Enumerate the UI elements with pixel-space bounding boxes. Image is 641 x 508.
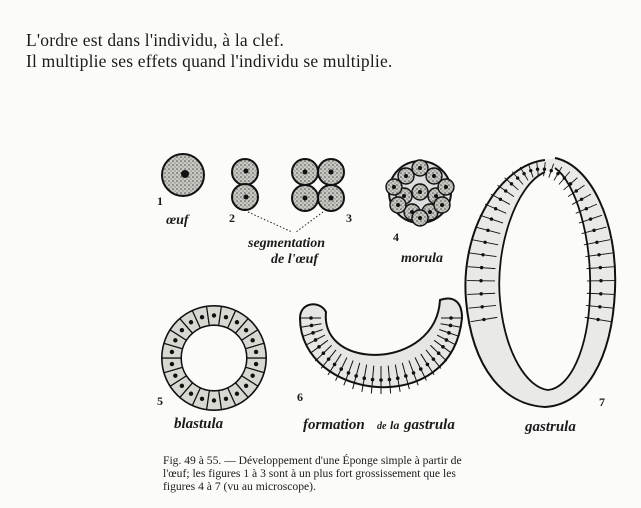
gastrula-drawing: [465, 158, 615, 407]
caption-line-3: figures 4 à 7 (vu au microscope).: [163, 480, 619, 493]
two-cell-stage-drawing: [232, 159, 258, 210]
fig4-number: 4: [393, 230, 399, 244]
fig7-number: 7: [599, 395, 605, 409]
fig1-number: 1: [157, 194, 163, 208]
fig7-label: gastrula: [524, 419, 576, 435]
segmentation-label-line1: segmentation: [247, 236, 325, 251]
blastula-drawing: [162, 306, 266, 410]
caption-line-1: Fig. 49 à 55. — Développement d'une Épon…: [163, 454, 619, 467]
caption-line-2: l'œuf; les figures 1 à 3 sont à un plus …: [163, 467, 619, 480]
fig5-number: 5: [157, 394, 163, 408]
segmentation-leader-lines: [248, 212, 323, 232]
fig6-label-gastrula: gastrula: [403, 417, 455, 433]
fig6-label-la: la: [390, 418, 399, 432]
fig5-label: blastula: [174, 416, 224, 432]
fig6-number: 6: [297, 390, 303, 404]
gastrulation-drawing: [300, 299, 462, 394]
morula-drawing: [386, 160, 454, 226]
fig6-label-formation: formation: [303, 417, 365, 433]
fig2-number: 2: [229, 211, 235, 225]
egg-cell-drawing: [162, 154, 204, 196]
four-cell-stage-drawing: [292, 159, 344, 211]
figure-caption: Fig. 49 à 55. — Développement d'une Épon…: [163, 454, 619, 493]
fig3-number: 3: [346, 211, 352, 225]
fig4-label: morula: [401, 251, 443, 266]
fig6-label-de: de: [377, 421, 387, 432]
fig1-label: œuf: [166, 213, 190, 228]
segmentation-label-line2: de l'œuf: [271, 252, 319, 267]
